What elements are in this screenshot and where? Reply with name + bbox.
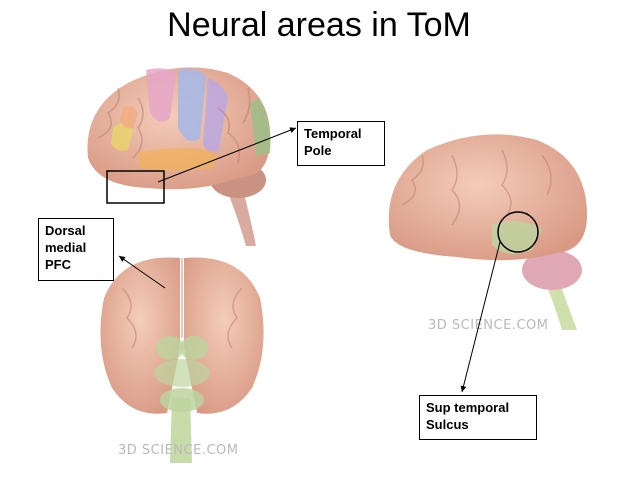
- frontal-brain-image: [100, 257, 264, 463]
- dorsal-medial-pfc-label-line-3: PFC: [45, 257, 71, 272]
- temporal-pole-highlight-box: [106, 170, 165, 204]
- sup-temporal-sulcus-arrow: [460, 241, 501, 393]
- sup-temporal-sulcus-label: Sup temporal Sulcus: [419, 395, 537, 440]
- sup-temporal-sulcus-highlight-circle: [497, 211, 539, 253]
- page-title: Neural areas in ToM: [167, 6, 471, 44]
- watermark-front-brain: 3D SCIENCE.COM: [118, 443, 239, 458]
- dorsal-medial-pfc-label-line-2: medial: [45, 240, 87, 255]
- temporal-pole-label-line-2: Pole: [304, 143, 332, 158]
- temporal-pole-label-line-1: Temporal: [304, 126, 362, 141]
- dorsal-medial-pfc-label: Dorsal medial PFC: [38, 218, 114, 281]
- temporal-pole-arrow: [157, 127, 297, 183]
- sup-temporal-sulcus-label-line-2: Sulcus: [426, 417, 469, 432]
- temporal-pole-label: Temporal Pole: [297, 121, 385, 166]
- sup-temporal-sulcus-label-line-1: Sup temporal: [426, 400, 510, 415]
- dorsal-medial-pfc-label-line-1: Dorsal: [45, 223, 86, 238]
- watermark-right-brain: 3D SCIENCE.COM: [428, 318, 549, 333]
- dorsal-medial-pfc-arrow: [118, 255, 166, 289]
- lateral-brain-colored-image: [87, 67, 271, 246]
